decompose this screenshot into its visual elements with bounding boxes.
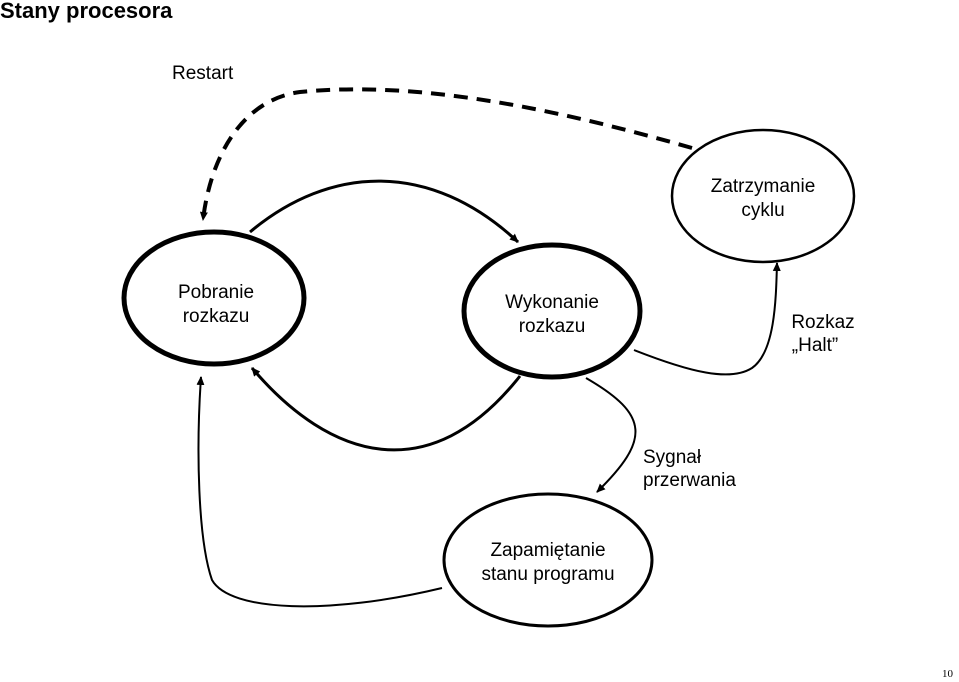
state-halt-label-line2: cyklu [741,200,784,221]
state-save-label-line2: stanu programu [481,564,614,585]
interrupt-arrow [585,377,637,493]
state-execute-label-line2: rozkazu [519,316,586,337]
state-save-label-line1: Zapamiętanie [490,540,605,561]
halt-instruction-arrow [633,262,781,376]
fetch-to-execute-arrow [249,179,520,244]
state-halt: Zatrzymanie cyklu [670,128,856,264]
halt-instruction-label-line2: „Halt” [792,335,838,356]
state-execute: Wykonanie rozkazu [461,242,643,380]
save-to-fetch-arrow [196,376,443,608]
restart-label: Restart [172,63,234,84]
state-save: Zapamiętanie stanu programu [442,492,654,628]
slide-title: Stany procesora [0,0,173,23]
state-fetch-label-line2: rozkazu [183,306,250,327]
state-halt-label-line1: Zatrzymanie [711,176,816,197]
halt-instruction-label-line1: Rozkaz [791,312,854,333]
state-execute-label-line1: Wykonanie [505,292,599,313]
interrupt-label-line1: Sygnał [643,447,702,468]
state-fetch: Pobranie rozkazu [121,229,307,367]
state-fetch-label-line1: Pobranie [178,282,254,303]
restart-arrow [199,87,693,221]
interrupt-label-line2: przerwania [643,470,736,491]
page-number: 10 [942,668,953,680]
execute-to-fetch-arrow [250,367,522,452]
